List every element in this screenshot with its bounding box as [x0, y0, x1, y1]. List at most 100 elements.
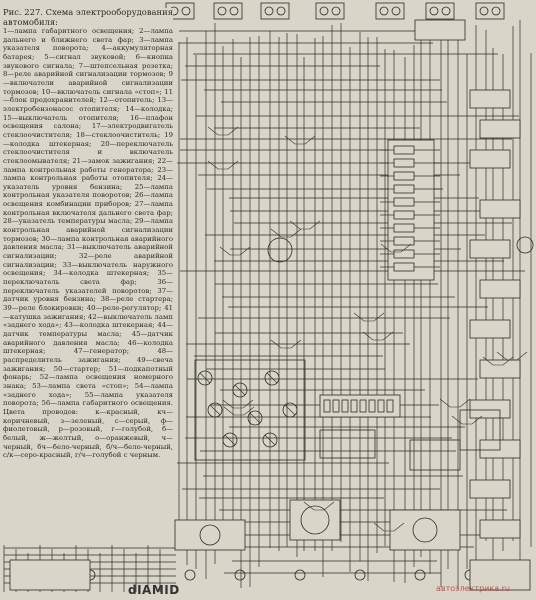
wire [207, 160, 239, 170]
starter-50 [174, 519, 246, 551]
right-component-12 [479, 519, 521, 539]
gauge-4 [207, 402, 223, 418]
plug-pin [332, 399, 340, 413]
top-lamp-4b [331, 6, 341, 16]
wire [234, 384, 246, 396]
top-component-6 [425, 2, 455, 20]
distributor-48 [389, 509, 461, 551]
gauge-8 [262, 432, 278, 448]
starter-motor [199, 524, 221, 546]
wire [439, 398, 471, 408]
top-lamp-5b [391, 6, 401, 16]
wire [199, 372, 211, 384]
plug-pin [350, 399, 358, 413]
wire [353, 312, 385, 322]
top-component-2 [213, 2, 243, 20]
top-lamp-1b [181, 6, 191, 16]
wiper-motor-17 [267, 237, 293, 263]
gauge-5 [247, 410, 263, 426]
wire [380, 243, 412, 253]
wire [249, 412, 261, 424]
wire [284, 404, 296, 416]
wire [270, 339, 302, 349]
plug-pin [377, 399, 385, 413]
gauge-2 [232, 382, 248, 398]
wire [207, 126, 239, 136]
wire [284, 135, 316, 145]
relay-block-39 [409, 439, 461, 471]
distributor-symbol [412, 517, 438, 543]
top-component-4 [315, 2, 345, 20]
wire [451, 415, 483, 425]
publisher-logo: dIAMID [128, 583, 180, 597]
instrument-cluster [194, 359, 306, 461]
wire [264, 434, 276, 446]
top-component-3 [260, 2, 290, 20]
right-component-3 [469, 149, 511, 169]
top-lamp-6 [429, 6, 439, 16]
bottom-lamp-6 [294, 569, 306, 581]
top-lamp-6b [441, 6, 451, 16]
rear-lamp-block-left [9, 559, 91, 591]
wire [373, 522, 405, 532]
right-component-2 [479, 119, 521, 139]
gauge-3 [264, 370, 280, 386]
bottom-lamp-8 [414, 569, 426, 581]
top-lamp-7b [491, 6, 501, 16]
gauge-1 [197, 370, 213, 386]
caption-body: 1—лампа габаритного освещения; 2—лампа д… [3, 27, 173, 408]
right-component-4 [479, 199, 521, 219]
site-watermark: автоэлектрика.ru [436, 584, 511, 593]
figure-caption: Рис. 227. Схема электрооборудования авто… [3, 7, 173, 460]
bottom-lamp-5 [234, 569, 246, 581]
right-component-7 [469, 319, 511, 339]
top-component-5 [375, 2, 405, 20]
wire [223, 406, 255, 416]
plug-pin [341, 399, 349, 413]
bottom-lamp-7 [354, 569, 366, 581]
plug-pin [323, 399, 331, 413]
wire [362, 331, 394, 341]
right-component-5 [469, 239, 511, 259]
plug-pin [368, 399, 376, 413]
fuse-block-11 [387, 139, 435, 281]
battery-terminal [516, 236, 534, 254]
wire [222, 399, 254, 409]
right-component-8 [479, 359, 521, 379]
plug-pin [359, 399, 367, 413]
right-component-6 [479, 279, 521, 299]
fuse-box-top [414, 19, 466, 41]
gauge-7 [222, 432, 238, 448]
wire [496, 351, 528, 361]
wire [482, 356, 514, 366]
wire [224, 434, 236, 446]
plug-pin [386, 399, 394, 413]
wire [303, 501, 335, 511]
wire [266, 372, 278, 384]
right-component-11 [469, 479, 511, 499]
top-component-7 [475, 2, 505, 20]
bottom-lamp-4 [184, 569, 196, 581]
right-component-9 [469, 399, 511, 419]
generator-47 [289, 499, 341, 541]
wire [219, 246, 251, 256]
top-lamp-2b [229, 6, 239, 16]
caption-wire-colors: Цвета проводов: к—красный, кч—коричневый… [3, 407, 173, 460]
wire [289, 220, 321, 230]
gauge-6 [282, 402, 298, 418]
caption-title: Рис. 227. Схема электрооборудования авто… [3, 7, 173, 27]
rear-lamp-block [469, 559, 531, 591]
relay-regulator-40 [459, 409, 501, 451]
top-lamp-2 [217, 6, 227, 16]
top-lamp-3 [264, 6, 274, 16]
generator-symbol [300, 505, 330, 535]
top-lamp-7 [479, 6, 489, 16]
top-lamp-5 [379, 6, 389, 16]
top-lamp-4 [319, 6, 329, 16]
wire [209, 404, 221, 416]
top-lamp-3b [276, 6, 286, 16]
wire [270, 228, 302, 238]
right-component-1 [469, 89, 511, 109]
